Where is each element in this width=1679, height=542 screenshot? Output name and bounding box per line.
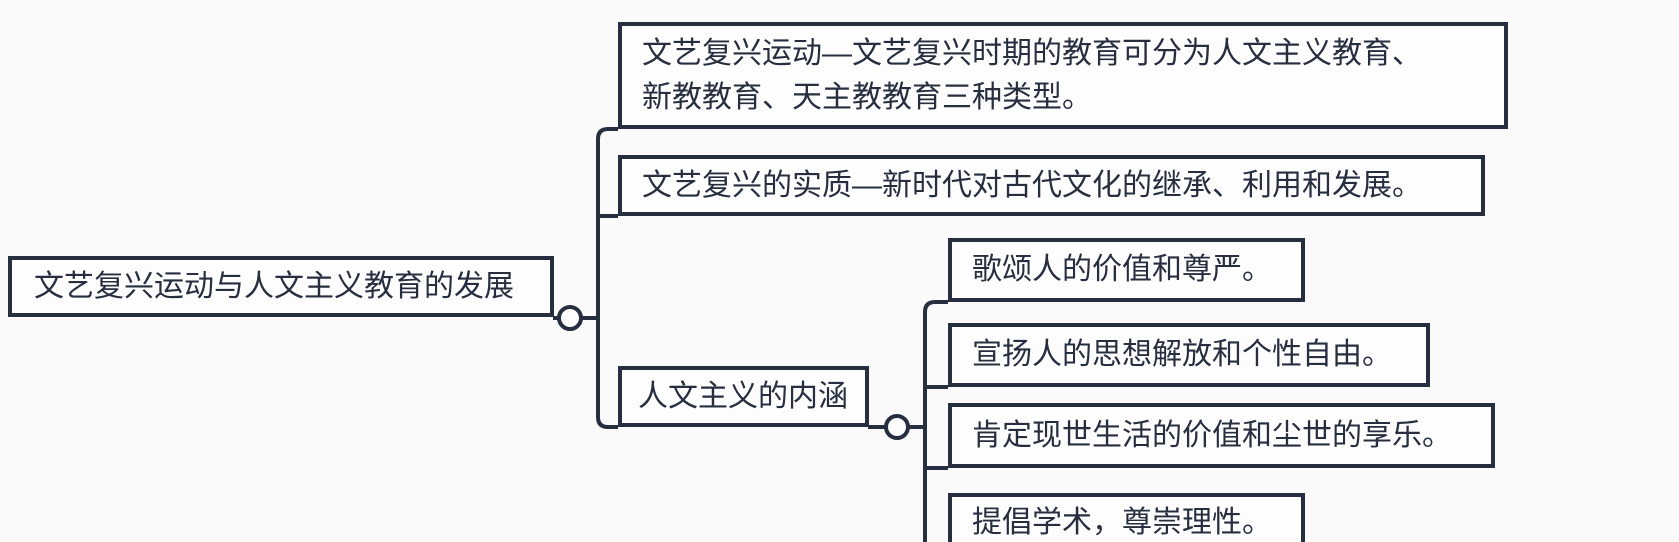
node-branch-humanism-connotation-label: 人文主义的内涵 <box>638 379 848 413</box>
node-branch-renaissance-movement-label: 文艺复兴运动—文艺复兴时期的教育可分为人文主义教育、新教教育、天主教教育三种类型… <box>642 36 1422 114</box>
node-root-topic[interactable]: 文艺复兴运动与人文主义教育的发展 <box>8 256 554 317</box>
node-child-thought-liberation[interactable]: 宣扬人的思想解放和个性自由。 <box>948 323 1430 387</box>
collapse-toggle-root[interactable] <box>557 305 583 331</box>
node-child-human-value-dignity-label: 歌颂人的价值和尊严。 <box>972 253 1272 286</box>
node-child-secular-life-value-label: 肯定现世生活的价值和尘世的享乐。 <box>972 418 1452 452</box>
node-root-label: 文艺复兴运动与人文主义教育的发展 <box>34 269 514 303</box>
node-branch-renaissance-essence[interactable]: 文艺复兴的实质—新时代对古代文化的继承、利用和发展。 <box>618 155 1485 216</box>
node-child-thought-liberation-label: 宣扬人的思想解放和个性自由。 <box>972 338 1392 371</box>
connector-root-branches <box>553 127 618 429</box>
collapse-toggle-humanism[interactable] <box>884 414 910 440</box>
node-branch-renaissance-essence-label: 文艺复兴的实质—新时代对古代文化的继承、利用和发展。 <box>642 168 1422 202</box>
node-branch-renaissance-movement[interactable]: 文艺复兴运动—文艺复兴时期的教育可分为人文主义教育、新教教育、天主教教育三种类型… <box>618 22 1508 129</box>
node-child-secular-life-value[interactable]: 肯定现世生活的价值和尘世的享乐。 <box>948 403 1495 468</box>
node-branch-humanism-connotation[interactable]: 人文主义的内涵 <box>618 366 869 427</box>
node-child-academics-rationality-label: 提倡学术，尊崇理性。 <box>972 506 1272 539</box>
node-child-human-value-dignity[interactable]: 歌颂人的价值和尊严。 <box>948 238 1305 302</box>
node-child-academics-rationality[interactable]: 提倡学术，尊崇理性。 <box>948 493 1305 542</box>
connector-humanism-children <box>868 300 948 542</box>
